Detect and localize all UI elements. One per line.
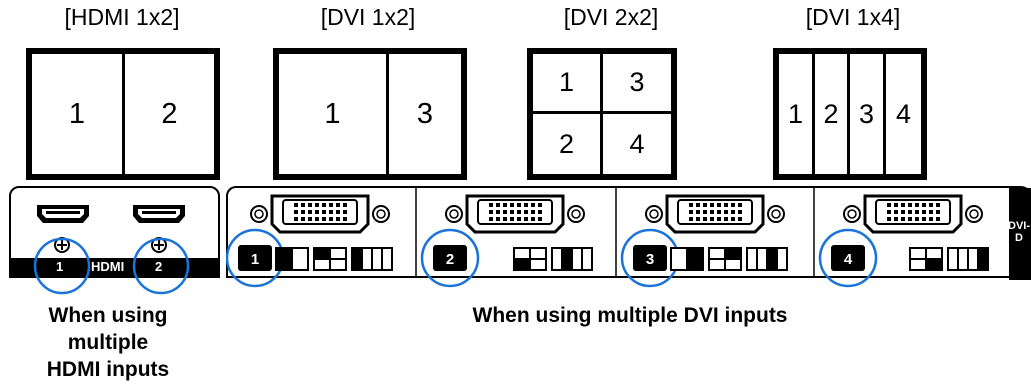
screen-cell: 3 bbox=[629, 67, 645, 97]
thumbscrew-icon bbox=[445, 205, 463, 223]
caption-line: When using bbox=[48, 304, 168, 327]
screen-cell: 1 bbox=[787, 98, 804, 129]
thumbscrew-icon bbox=[250, 205, 268, 223]
caption-hdmi: When using multiple HDMI inputs bbox=[20, 302, 196, 383]
hdmi-port-icon bbox=[37, 205, 89, 223]
layout-label-dvi-1x2: [DVI 1x2] bbox=[320, 4, 416, 30]
dvi-side-label: DVI-D bbox=[1008, 220, 1030, 244]
layout-label-dvi-1x4: [DVI 1x4] bbox=[805, 4, 901, 30]
screen-cell: 2 bbox=[823, 98, 839, 129]
screen-cell: 2 bbox=[161, 97, 178, 130]
thumbscrew-icon bbox=[767, 205, 785, 223]
caption-line: HDMI inputs bbox=[46, 358, 170, 381]
layout-diagram-dvi-1x2: 1 3 bbox=[273, 48, 467, 180]
layout-label-hdmi-1x2: [HDMI 1x2] bbox=[64, 4, 180, 30]
port-number-badge bbox=[433, 245, 467, 271]
screen-cell: 2 bbox=[558, 128, 575, 159]
thumbscrew-icon bbox=[645, 205, 663, 223]
layout-diagram-dvi-1x4: 1 2 3 4 bbox=[773, 48, 927, 180]
screen-cell: 3 bbox=[858, 98, 875, 129]
thumbscrew-icon bbox=[567, 205, 585, 223]
screen-cell: 1 bbox=[68, 97, 86, 130]
thumbscrew-icon bbox=[372, 205, 390, 223]
hdmi-port-label: 2 bbox=[155, 259, 163, 274]
screen-cell: 1 bbox=[558, 67, 575, 97]
hdmi-bar-label: HDMI bbox=[91, 259, 125, 274]
port-number: 2 bbox=[446, 251, 454, 268]
screen-cell: 4 bbox=[895, 98, 912, 129]
port-number-badge bbox=[831, 245, 865, 271]
hdmi-label-bar: 1 HDMI 2 bbox=[11, 258, 218, 276]
screen-cell: 4 bbox=[629, 128, 645, 159]
layout-diagram-dvi-2x2: 1 3 2 4 bbox=[527, 48, 677, 180]
thumbscrew-icon bbox=[843, 205, 861, 223]
layout-label-dvi-2x2: [DVI 2x2] bbox=[563, 4, 659, 30]
screen-cell: 3 bbox=[416, 97, 434, 130]
port-number: 4 bbox=[844, 251, 853, 268]
highlight-circles-hdmi bbox=[33, 237, 190, 295]
thumbscrew-icon bbox=[965, 205, 983, 223]
highlight-circle bbox=[420, 228, 480, 288]
port-number: 1 bbox=[251, 251, 259, 268]
hdmi-port-label: 1 bbox=[56, 259, 64, 274]
screen-cell: 1 bbox=[324, 97, 341, 130]
dvi-ports-graphic: 1 2 3 4 bbox=[226, 186, 989, 288]
layout-diagram-hdmi-1x2: 1 2 bbox=[26, 48, 220, 180]
port-number: 3 bbox=[646, 251, 654, 268]
hdmi-port-icon bbox=[133, 205, 185, 223]
caption-line: multiple bbox=[67, 331, 149, 354]
highlight-circle bbox=[33, 237, 91, 295]
port-number-badge bbox=[238, 245, 272, 271]
highlight-circle bbox=[818, 228, 878, 288]
port-number-badge bbox=[633, 245, 667, 271]
highlight-circle bbox=[132, 237, 190, 295]
caption-dvi: When using multiple DVI inputs bbox=[472, 304, 788, 327]
